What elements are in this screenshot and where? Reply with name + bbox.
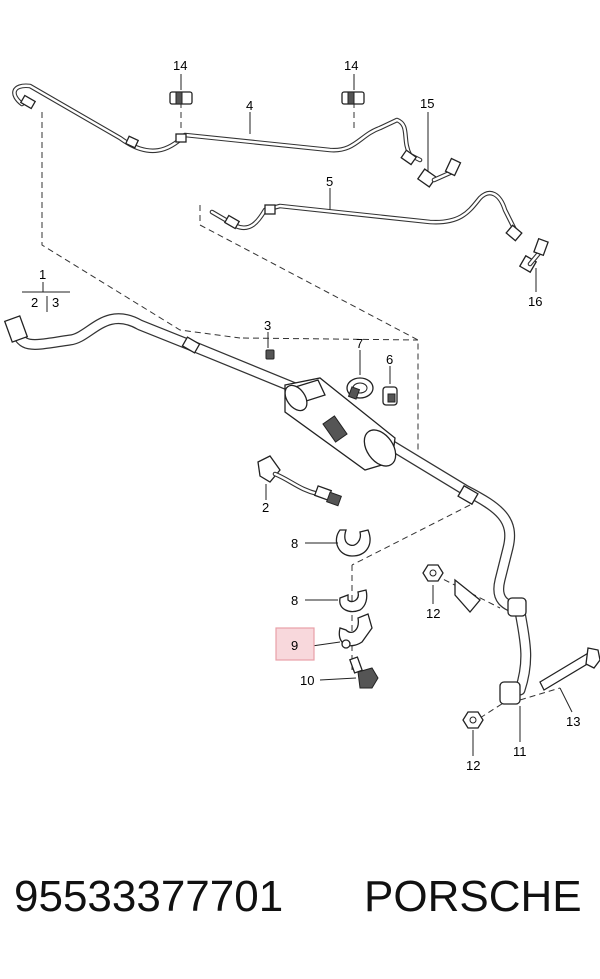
callout-1: 1: [39, 267, 46, 282]
callout-15: 15: [420, 96, 434, 111]
sensor-2[interactable]: [257, 455, 342, 507]
callout-16: 16: [528, 294, 542, 309]
callout-labels: 1 2 3 2 3 4 5 6 7 8 8 9 10 11 12 12 13 1…: [31, 58, 580, 773]
clip-14-left[interactable]: [169, 91, 193, 105]
callout-10: 10: [300, 673, 314, 688]
assembly-dashed-lines: [41, 102, 561, 719]
callout-6: 6: [386, 352, 393, 367]
callout-2: 2: [262, 500, 269, 515]
clip-6[interactable]: [382, 386, 398, 406]
nut-12-lower[interactable]: [462, 711, 484, 729]
callout-14-left: 14: [173, 58, 187, 73]
bracket-9[interactable]: [338, 613, 373, 649]
bush-8-lower[interactable]: [339, 589, 368, 613]
callout-5: 5: [326, 174, 333, 189]
part-number: 95533377701: [14, 872, 284, 921]
nut-12-upper[interactable]: [422, 564, 444, 582]
callout-8-upper: 8: [291, 536, 298, 551]
fitting-15[interactable]: [416, 157, 462, 188]
callout-12-upper: 12: [426, 606, 440, 621]
callout-13: 13: [566, 714, 580, 729]
callout-11: 11: [513, 744, 527, 759]
drop-link-11[interactable]: [454, 578, 532, 705]
bolt-10[interactable]: [349, 656, 379, 689]
brake-line-4[interactable]: [12, 83, 423, 166]
stabilizer-bar-1[interactable]: [3, 313, 526, 616]
highlight-box-9: [275, 627, 315, 661]
leader-lines: [22, 74, 573, 756]
callout-12-lower: 12: [466, 758, 480, 773]
callout-9: 9: [291, 638, 298, 653]
callout-3: 3: [264, 318, 271, 333]
callout-1-sub-2: 2: [31, 295, 38, 310]
fitting-16[interactable]: [518, 237, 549, 274]
part-number-footer: 95533377701 PORSCHE: [14, 872, 590, 942]
callout-7: 7: [356, 336, 363, 351]
bleed-screw-3[interactable]: [265, 349, 275, 360]
callout-4: 4: [246, 98, 253, 113]
callout-8-lower: 8: [291, 593, 298, 608]
bolt-13[interactable]: [539, 647, 600, 691]
brand-name: PORSCHE: [364, 872, 582, 921]
bush-8-upper[interactable]: [335, 529, 371, 557]
hose-clamp-7[interactable]: [346, 377, 374, 400]
clip-14-right[interactable]: [341, 91, 365, 105]
brake-line-5[interactable]: [209, 190, 523, 242]
callout-14-right: 14: [344, 58, 358, 73]
callout-1-sub-3: 3: [52, 295, 59, 310]
